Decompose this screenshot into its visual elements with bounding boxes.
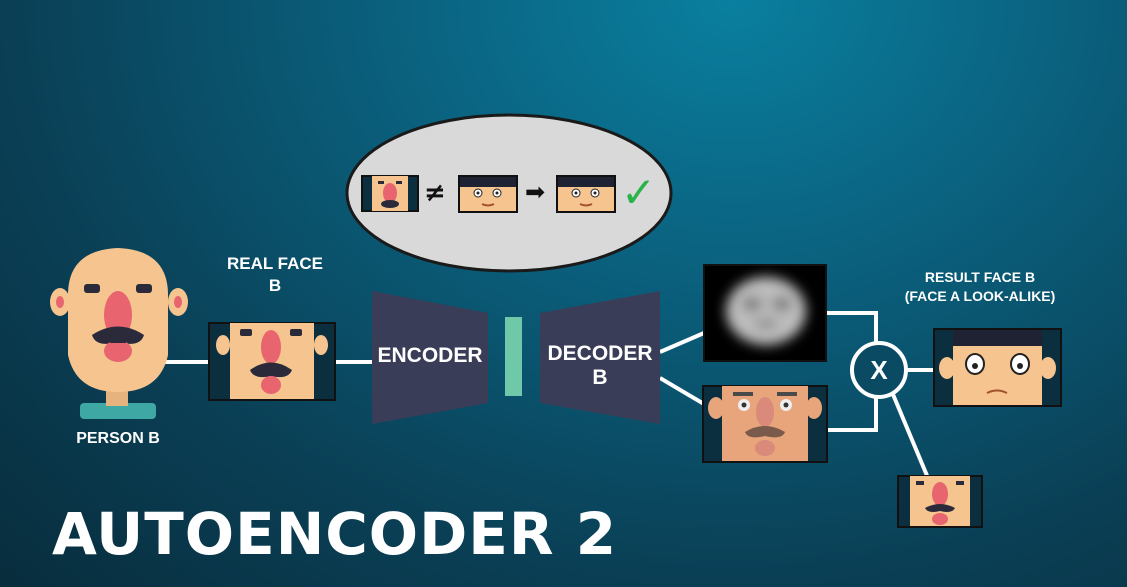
not-equal-symbol: ≠	[424, 178, 446, 208]
arrow-symbol: ➡	[525, 178, 546, 206]
page-title: AUTOENCODER 2	[52, 500, 618, 568]
decoder-label-line1: DECODER	[547, 342, 653, 365]
decoder-label: DECODER B	[540, 342, 660, 390]
multiply-label: X	[870, 355, 888, 385]
check-icon: ✓	[621, 168, 657, 217]
decoder-label-line2: B	[592, 366, 608, 389]
result-face-label: RESULT FACE B (FACE A LOOK-ALIKE)	[880, 268, 1080, 306]
result-face-label-line1: RESULT FACE B	[924, 269, 1036, 285]
encoder-label: ENCODER	[377, 344, 483, 367]
real-face-label-line1: REAL FACE	[226, 254, 324, 273]
real-face-label-line2: B	[268, 276, 282, 295]
result-face-label-line2: (FACE A LOOK-ALIKE)	[904, 288, 1056, 304]
person-label: PERSON B	[76, 430, 160, 447]
real-face-label: REAL FACE B	[210, 253, 340, 297]
